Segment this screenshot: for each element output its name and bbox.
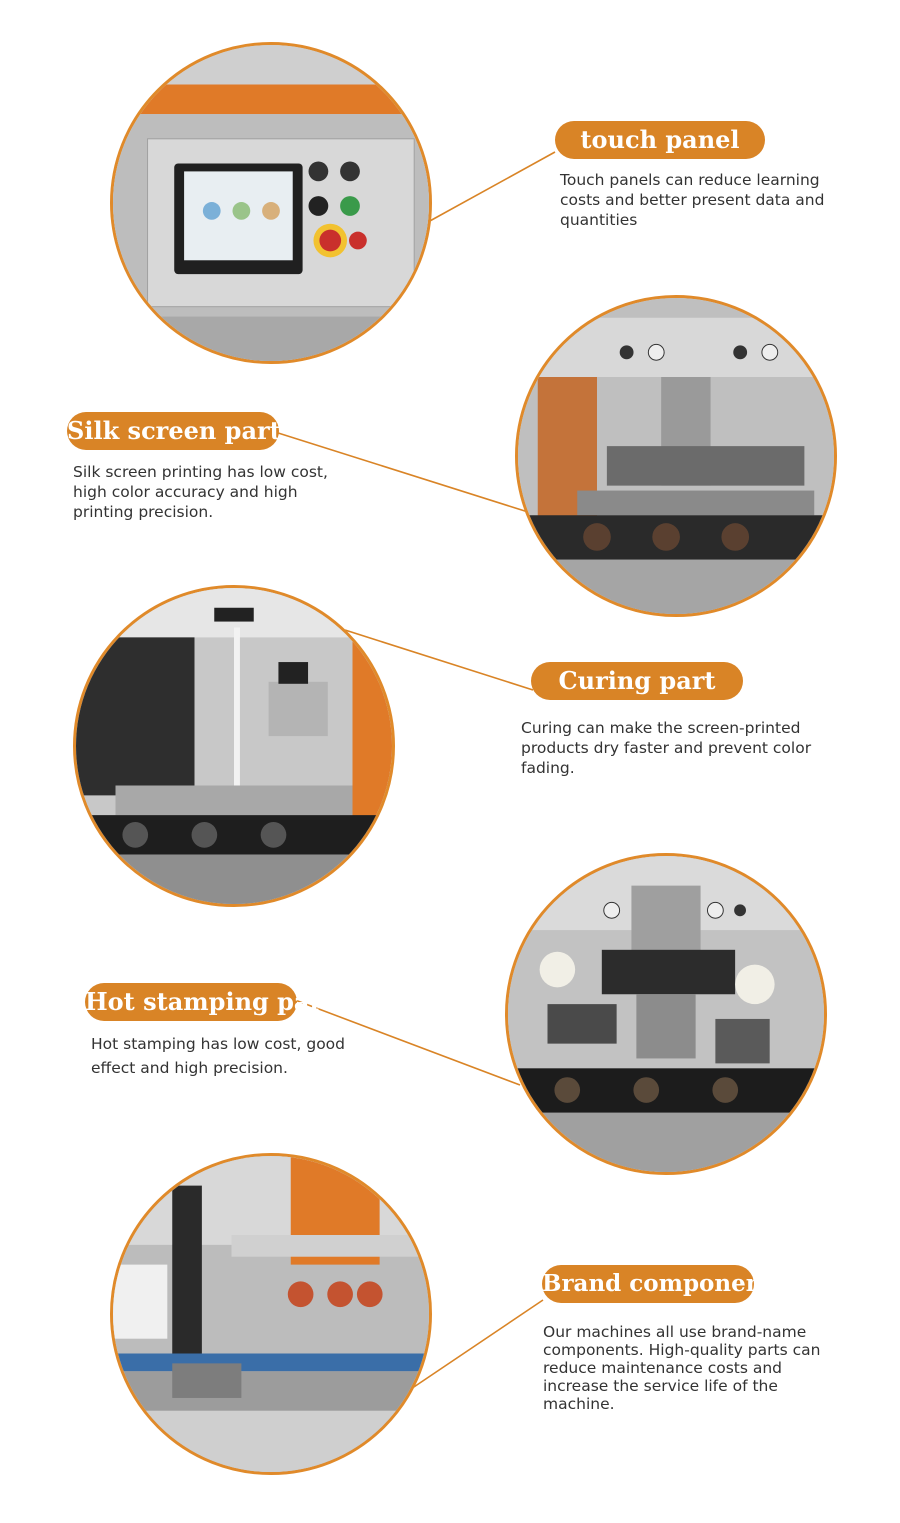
curing-unit-photo-icon	[76, 588, 392, 904]
silk-screen-photo	[515, 295, 837, 617]
touch-panel-title: touch panel	[555, 121, 765, 159]
curing-title: Curing part	[531, 662, 743, 700]
silk-screen-description: Silk screen printing has low cost, high …	[73, 463, 328, 521]
hot-stamping-title: Hot stamping part	[85, 983, 333, 1021]
hot-stamping-description: Hot stamping has low cost, good effect a…	[91, 1035, 346, 1077]
hot-stamping-photo	[505, 853, 827, 1175]
brand-components-description: Our machines all use brand-name componen…	[543, 1323, 821, 1413]
touch-panel-photo	[110, 42, 432, 364]
hot-stamping-unit-photo-icon	[508, 856, 824, 1172]
touch-panel-description: Touch panels can reduce learning costs a…	[560, 171, 825, 229]
brand-components-photo	[110, 1153, 432, 1475]
silk-screen-unit-photo-icon	[518, 298, 834, 614]
brand-components-title: Brand components	[542, 1265, 786, 1303]
curing-description: Curing can make the screen-printed produ…	[521, 719, 812, 777]
silk-screen-title: Silk screen part	[67, 412, 281, 450]
curing-photo	[73, 585, 395, 907]
control-panel-photo-icon	[113, 45, 429, 361]
conveyor-components-photo-icon	[113, 1156, 429, 1472]
